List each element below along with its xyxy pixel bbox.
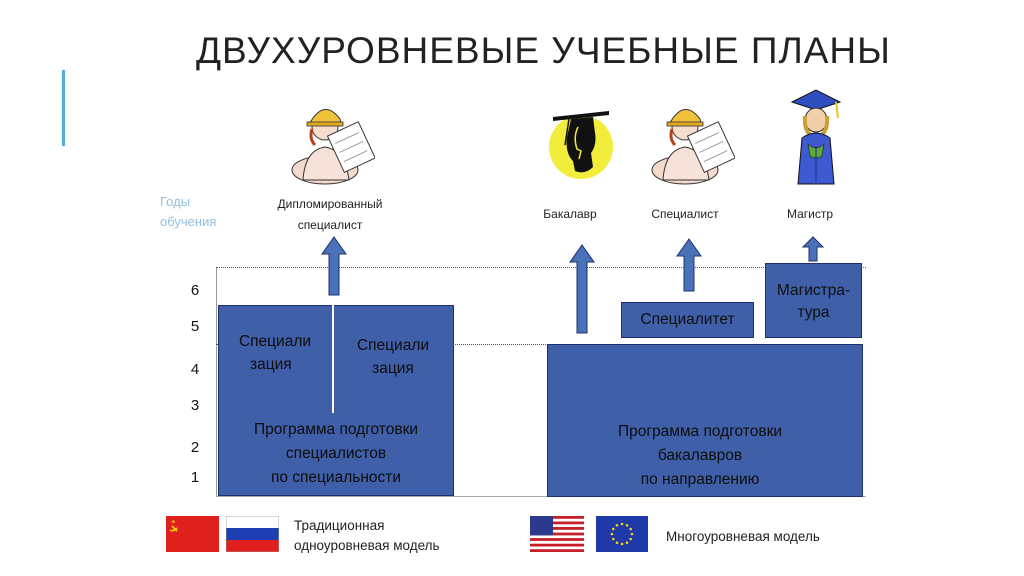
specialist-up-arrow — [676, 238, 702, 292]
bachelor-program-line2: бакалавров — [657, 447, 743, 464]
traditional-legend-line1: Традиционная — [294, 518, 385, 533]
bachelor-up-arrow — [569, 244, 595, 334]
master-graduate-icon — [790, 89, 842, 185]
bachelor-program-box — [547, 344, 863, 497]
years-axis-label-line2: обучения — [160, 214, 217, 229]
magistratura-line2: тура — [797, 304, 830, 321]
bachelor-program-line3: по направлению — [640, 471, 760, 488]
specialization-right: Специали зация — [338, 334, 448, 380]
specialization-left-line1: Специали — [238, 333, 312, 350]
specialist-label: Специалист — [651, 207, 719, 221]
tick-4: 4 — [190, 361, 200, 378]
page-title: ДВУХУРОВНЕВЫЕ УЧЕБНЫЕ ПЛАНЫ — [196, 30, 891, 71]
tick-5: 5 — [190, 318, 200, 335]
engineer-right-icon — [651, 109, 735, 185]
magistratura-line1: Магистра- — [776, 282, 851, 299]
traditional-outcome-line2: специалист — [297, 218, 363, 232]
traditional-legend-line2: одноуровневая модель — [294, 538, 440, 553]
eu-flag-icon — [596, 516, 648, 552]
years-axis-label-line1: Годы — [160, 194, 191, 209]
years-axis-label: Годы обучения — [160, 192, 216, 232]
specialitet-box: Специалитет — [621, 302, 754, 338]
multilevel-legend-text: Многоуровневая модель — [666, 529, 820, 544]
russia-flag-icon — [226, 516, 279, 552]
traditional-program-line2: специалистов — [285, 445, 387, 462]
master-label: Магистр — [786, 207, 834, 221]
traditional-program-line1: Программа подготовки — [253, 421, 419, 438]
specialitet-label: Специалитет — [640, 311, 735, 328]
baseline — [216, 496, 866, 497]
master-up-arrow — [802, 236, 824, 262]
tick-3: 3 — [190, 397, 200, 414]
bachelor-label: Бакалавр — [543, 207, 597, 221]
specialization-right-line2: зация — [372, 360, 414, 377]
traditional-legend-text: Традиционная одноуровневая модель — [294, 516, 440, 556]
usa-flag-icon — [530, 516, 584, 552]
traditional-program-text: Программа подготовки специалистов по спе… — [222, 418, 450, 490]
y-axis-line — [216, 268, 217, 496]
traditional-program-box — [218, 305, 454, 496]
accent-bar — [62, 70, 65, 146]
magistratura-box: Магистра- тура — [765, 263, 862, 338]
traditional-program-line3: по специальности — [270, 469, 402, 486]
traditional-outcome-label: Дипломированный специалист — [250, 194, 410, 236]
bachelor-program-text: Программа подготовки бакалавров по напра… — [550, 420, 850, 492]
bachelor-program-line1: Программа подготовки — [617, 423, 783, 440]
engineer-left-icon — [291, 109, 375, 185]
traditional-up-arrow — [321, 236, 347, 296]
graduate-silhouette-icon — [549, 111, 613, 179]
ussr-flag-icon — [166, 516, 219, 552]
tick-1: 1 — [190, 469, 200, 486]
specialization-right-line1: Специали — [356, 337, 430, 354]
tick-6: 6 — [190, 282, 200, 299]
specialization-divider — [332, 305, 334, 413]
guide-line-6yr — [216, 267, 866, 268]
traditional-outcome-line1: Дипломированный — [277, 197, 383, 211]
specialization-left: Специали зация — [222, 330, 328, 376]
tick-2: 2 — [190, 439, 200, 456]
specialization-left-line2: зация — [250, 356, 292, 373]
